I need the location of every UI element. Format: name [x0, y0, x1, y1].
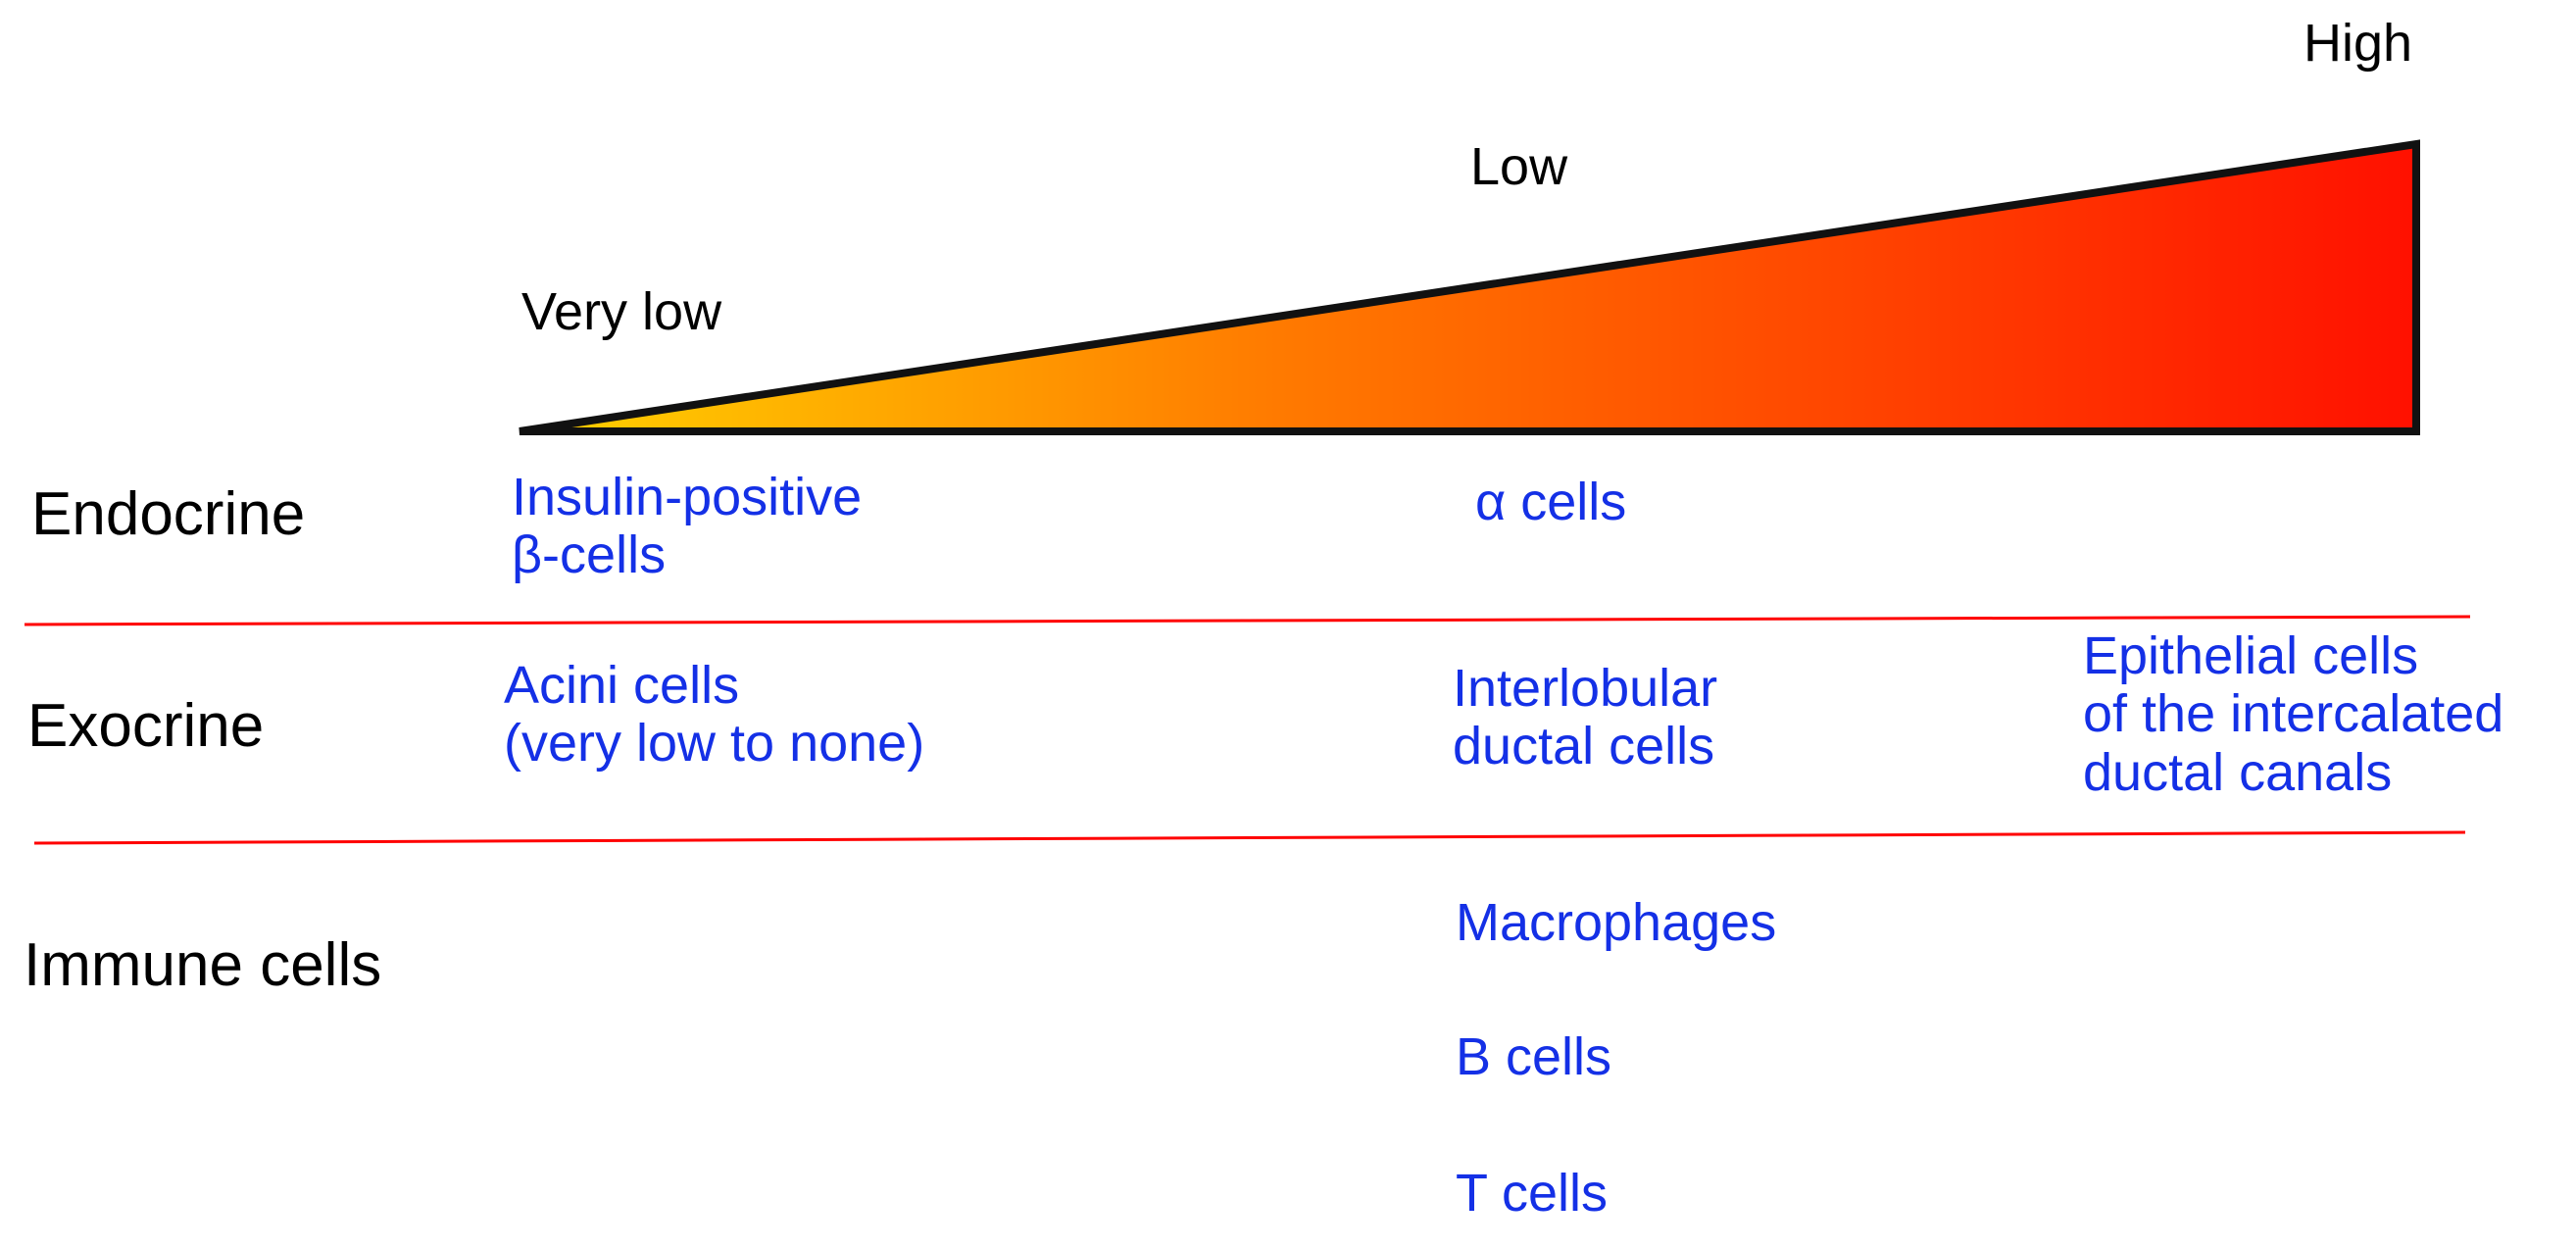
gradient-wedge: [519, 139, 2420, 435]
endocrine-low-cells: α cells: [1475, 473, 1627, 531]
cell-text: Interlobular: [1453, 659, 1718, 718]
endocrine-very-low-cells: Insulin-positive β-cells: [512, 468, 863, 585]
row-label-endocrine: Endocrine: [31, 480, 306, 548]
row-label-exocrine: Exocrine: [27, 692, 265, 760]
immune-low-macrophages: Macrophages: [1456, 893, 1777, 952]
cell-text: of the intercalated: [2083, 684, 2504, 744]
immune-low-b-cells: B cells: [1456, 1027, 1612, 1086]
exocrine-very-low-cells: Acini cells (very low to none): [504, 656, 925, 774]
endocrine-exocrine-divider: [24, 615, 2471, 626]
level-label-low: Low: [1470, 137, 1568, 196]
cell-text: (very low to none): [504, 714, 925, 774]
exocrine-immune-divider: [33, 830, 2466, 845]
exocrine-high-cells: Epithelial cells of the intercalated duc…: [2083, 626, 2504, 802]
cell-text: Epithelial cells: [2083, 626, 2419, 685]
exocrine-low-cells: Interlobular ductal cells: [1453, 659, 1718, 776]
cell-text: ductal cells: [1453, 717, 1715, 776]
cell-text: Insulin-positive: [512, 468, 863, 526]
level-label-very-low: Very low: [521, 282, 722, 341]
cell-text: β-cells: [512, 525, 667, 585]
immune-low-t-cells: T cells: [1456, 1164, 1609, 1223]
row-label-immune: Immune cells: [24, 931, 382, 999]
cell-text: ductal canals: [2083, 742, 2393, 802]
level-label-high: High: [2304, 14, 2413, 73]
cell-text: α cells: [1475, 473, 1627, 531]
cell-text: Acini cells: [504, 656, 740, 715]
